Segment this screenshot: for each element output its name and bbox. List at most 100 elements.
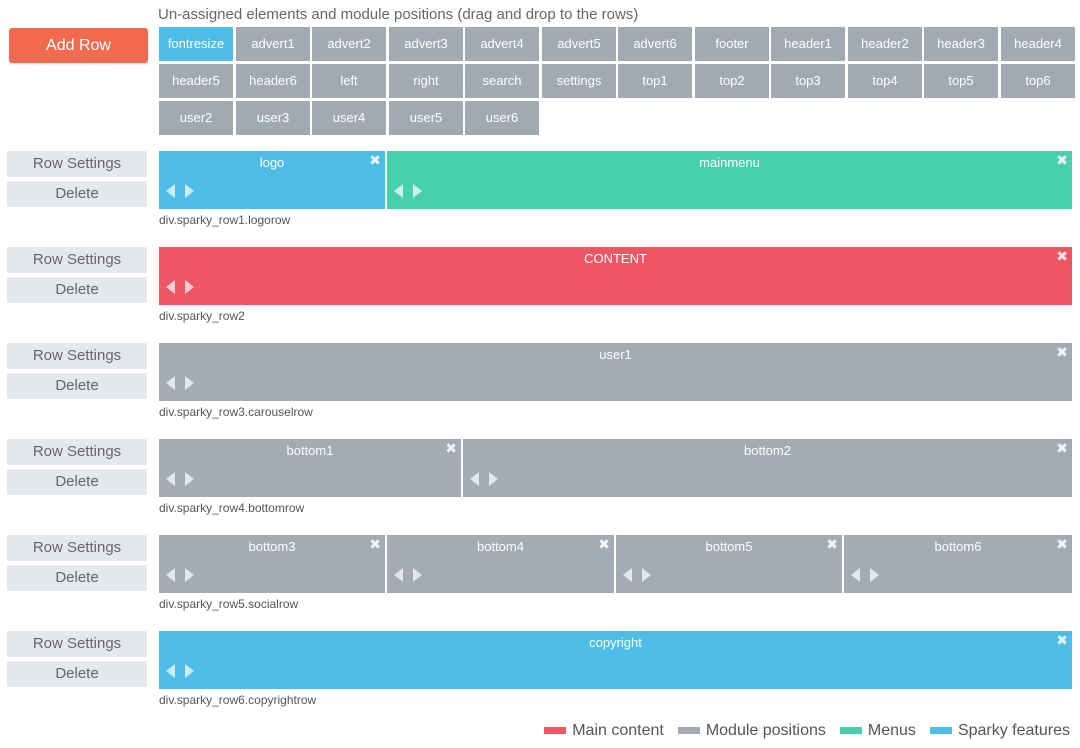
- row-block-logo[interactable]: logo ✖: [159, 151, 385, 209]
- arrow-right-icon[interactable]: [642, 568, 651, 582]
- delete-row-button[interactable]: Delete: [7, 373, 147, 399]
- row-track: user1✖: [159, 343, 1072, 401]
- arrow-left-icon[interactable]: [166, 184, 175, 198]
- arrow-left-icon[interactable]: [166, 472, 175, 486]
- pool-item-advert3[interactable]: advert3: [389, 27, 463, 61]
- close-icon[interactable]: ✖: [369, 536, 381, 552]
- arrow-right-icon[interactable]: [413, 184, 422, 198]
- close-icon[interactable]: ✖: [1056, 632, 1068, 648]
- pool-item-user5[interactable]: user5: [389, 101, 463, 135]
- row-class-name: div.sparky_row3.carouselrow: [159, 405, 313, 419]
- row-settings-button[interactable]: Row Settings: [7, 151, 147, 177]
- arrow-right-icon[interactable]: [870, 568, 879, 582]
- pool-item-advert6[interactable]: advert6: [618, 27, 692, 61]
- row-settings-button[interactable]: Row Settings: [7, 343, 147, 369]
- pool-item-header3[interactable]: header3: [924, 27, 998, 61]
- pool-item-top6[interactable]: top6: [1001, 64, 1075, 98]
- row-settings-button[interactable]: Row Settings: [7, 535, 147, 561]
- pool-item-top3[interactable]: top3: [771, 64, 845, 98]
- row-block-CONTENT[interactable]: CONTENT✖: [159, 247, 1072, 305]
- block-label: logo: [259, 155, 285, 170]
- row-settings-button[interactable]: Row Settings: [7, 247, 147, 273]
- pool-item-advert1[interactable]: advert1: [236, 27, 310, 61]
- arrow-left-icon[interactable]: [851, 568, 860, 582]
- arrow-left-icon[interactable]: [166, 280, 175, 294]
- pool-item-top4[interactable]: top4: [848, 64, 922, 98]
- delete-row-button[interactable]: Delete: [7, 661, 147, 687]
- arrow-left-icon[interactable]: [166, 376, 175, 390]
- row-settings-button[interactable]: Row Settings: [7, 631, 147, 657]
- close-icon[interactable]: ✖: [826, 536, 838, 552]
- row-block-bottom6[interactable]: bottom6✖: [844, 535, 1072, 593]
- pool-item-settings[interactable]: settings: [542, 64, 616, 98]
- close-icon[interactable]: ✖: [1056, 344, 1068, 360]
- arrow-left-icon[interactable]: [470, 472, 479, 486]
- pool-item-top2[interactable]: top2: [695, 64, 769, 98]
- row-block-bottom4[interactable]: bottom4✖: [387, 535, 614, 593]
- pool-item-advert4[interactable]: advert4: [465, 27, 539, 61]
- row-block-bottom3[interactable]: bottom3 ✖: [159, 535, 385, 593]
- arrow-right-icon[interactable]: [185, 280, 194, 294]
- pool-item-left[interactable]: left: [312, 64, 386, 98]
- delete-row-button[interactable]: Delete: [7, 565, 147, 591]
- legend-item: Sparky features: [929, 722, 1070, 740]
- pool-item-header2[interactable]: header2: [848, 27, 922, 61]
- row-block-bottom2[interactable]: bottom2✖: [463, 439, 1072, 497]
- add-row-button[interactable]: Add Row: [9, 28, 148, 63]
- block-label: bottom3: [248, 539, 296, 554]
- row-block-user1[interactable]: user1✖: [159, 343, 1072, 401]
- close-icon[interactable]: ✖: [1056, 440, 1068, 456]
- pool-item-search[interactable]: search: [465, 64, 539, 98]
- pool-item-footer[interactable]: footer: [695, 27, 769, 61]
- pool-item-advert2[interactable]: advert2: [312, 27, 386, 61]
- pool-item-user4[interactable]: user4: [312, 101, 386, 135]
- arrow-right-icon[interactable]: [413, 568, 422, 582]
- arrow-left-icon[interactable]: [623, 568, 632, 582]
- pool-item-advert5[interactable]: advert5: [542, 27, 616, 61]
- row-settings-button[interactable]: Row Settings: [7, 439, 147, 465]
- pool-item-right[interactable]: right: [389, 64, 463, 98]
- close-icon[interactable]: ✖: [598, 536, 610, 552]
- legend-swatch: [544, 727, 567, 735]
- arrow-right-icon[interactable]: [185, 664, 194, 678]
- pool-item-fontresize[interactable]: fontresize: [159, 27, 233, 61]
- pool-item-user2[interactable]: user2: [159, 101, 233, 135]
- close-icon[interactable]: ✖: [445, 440, 457, 456]
- row-block-bottom1[interactable]: bottom1 ✖: [159, 439, 461, 497]
- arrow-right-icon[interactable]: [185, 568, 194, 582]
- pool-item-header4[interactable]: header4: [1001, 27, 1075, 61]
- close-icon[interactable]: ✖: [1056, 152, 1068, 168]
- delete-row-button[interactable]: Delete: [7, 277, 147, 303]
- legend-swatch: [929, 727, 952, 735]
- close-icon[interactable]: ✖: [369, 152, 381, 168]
- pool-item-user3[interactable]: user3: [236, 101, 310, 135]
- arrow-left-icon[interactable]: [166, 568, 175, 582]
- pool-item-user6[interactable]: user6: [465, 101, 539, 135]
- row-class-name: div.sparky_row5.socialrow: [159, 597, 299, 611]
- arrow-left-icon[interactable]: [394, 568, 403, 582]
- arrow-right-icon[interactable]: [185, 184, 194, 198]
- pool-item-header5[interactable]: header5: [159, 64, 233, 98]
- close-icon[interactable]: ✖: [1056, 248, 1068, 264]
- pool-item-top1[interactable]: top1: [618, 64, 692, 98]
- arrow-right-icon[interactable]: [185, 472, 194, 486]
- row-block-copyright[interactable]: copyright✖: [159, 631, 1072, 689]
- arrow-right-icon[interactable]: [489, 472, 498, 486]
- pool-item-top5[interactable]: top5: [924, 64, 998, 98]
- row-class-name: div.sparky_row4.bottomrow: [159, 501, 305, 515]
- legend-swatch: [839, 727, 862, 735]
- legend-item: Module positions: [677, 722, 826, 740]
- pool-item-header1[interactable]: header1: [771, 27, 845, 61]
- arrow-left-icon[interactable]: [394, 184, 403, 198]
- block-label: bottom1: [286, 443, 334, 458]
- arrow-left-icon[interactable]: [166, 664, 175, 678]
- row-block-mainmenu[interactable]: mainmenu✖: [387, 151, 1072, 209]
- delete-row-button[interactable]: Delete: [7, 469, 147, 495]
- row-block-bottom5[interactable]: bottom5✖: [616, 535, 842, 593]
- delete-row-button[interactable]: Delete: [7, 181, 147, 207]
- close-icon[interactable]: ✖: [1056, 536, 1068, 552]
- pool-item-header6[interactable]: header6: [236, 64, 310, 98]
- arrow-right-icon[interactable]: [185, 376, 194, 390]
